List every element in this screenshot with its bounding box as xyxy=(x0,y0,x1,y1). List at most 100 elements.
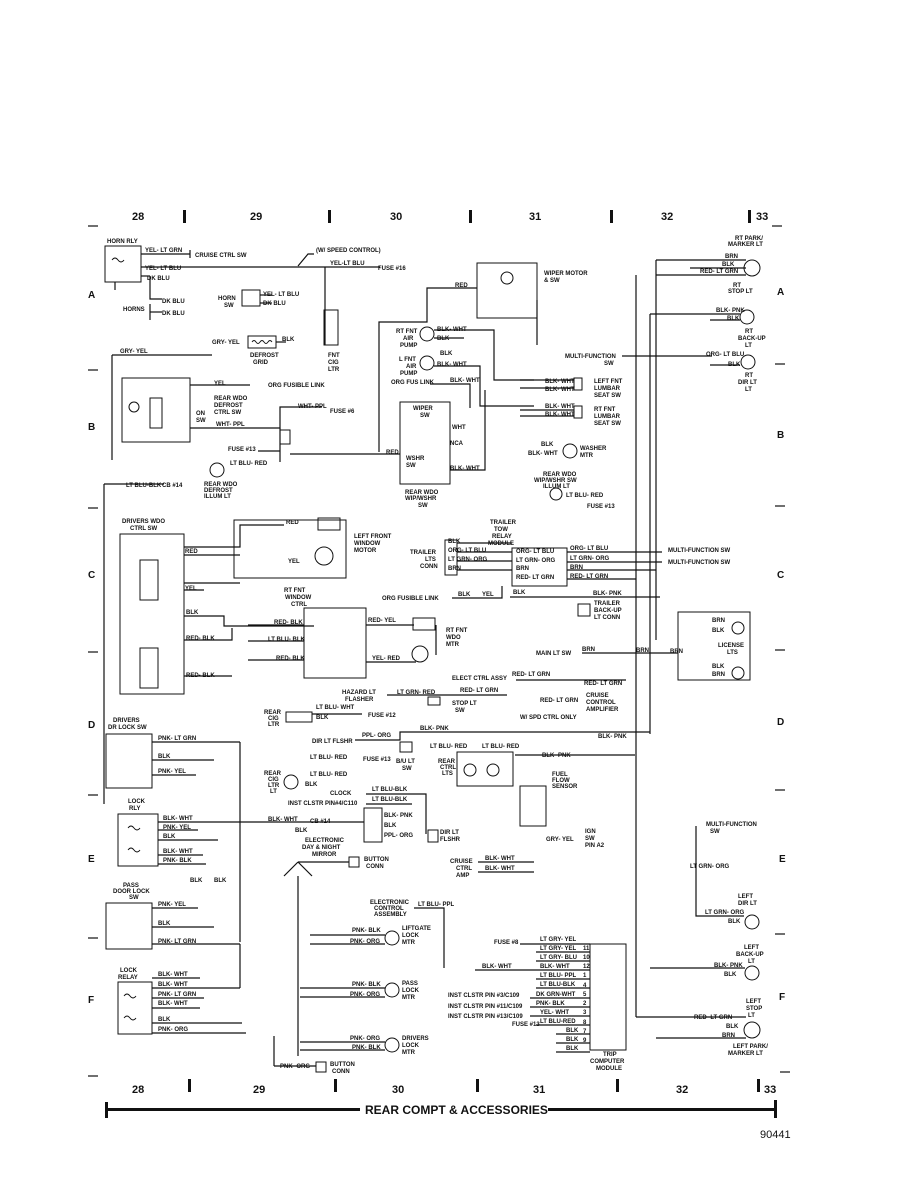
wire-label: CB #14 xyxy=(162,483,183,489)
defrost-ctrl-label: CTRL SW xyxy=(214,410,242,416)
rear-wip-sw-label: REAR WDO xyxy=(405,490,439,496)
wire-label: RED xyxy=(185,549,198,555)
row-letter: F xyxy=(88,995,94,1006)
rt-dir-label: DIR LT xyxy=(738,380,757,386)
lock-motor-circuit: ELECTRONIC CONTROL ASSEMBLY LT BLU- PPL … xyxy=(239,742,455,1075)
lt-stop-label: LT xyxy=(748,1013,755,1019)
wire-label: BLK- WHT xyxy=(450,466,480,472)
trailer-relay-label: MODULE xyxy=(488,541,514,547)
fuel-flow-label: SENSOR xyxy=(552,784,578,790)
wire-label: BLK xyxy=(448,539,461,545)
wire-label: BLK xyxy=(566,1028,579,1034)
wire-label: PNK- YEL xyxy=(158,902,186,908)
trip-pin-number: 5 xyxy=(583,992,587,998)
license-label: LTS xyxy=(727,650,738,656)
wire-label: ORG- LT BLU xyxy=(706,352,744,358)
license-label: LICENSE xyxy=(718,643,744,649)
eca-label: ASSEMBLY xyxy=(374,912,407,918)
door-lock-circuit: DRIVERS DR LOCK SW PNK- LT GRN BLK PNK- … xyxy=(105,718,364,1035)
left-lumbar-label: SEAT SW xyxy=(594,393,621,399)
wire-label: RED- LT GRN xyxy=(584,681,622,687)
ign-label: IGN xyxy=(585,829,596,835)
wire-label: RED- LT GRN xyxy=(540,698,578,704)
wire-label: BLK- WHT xyxy=(528,451,558,457)
wire-label: BLK- PNK xyxy=(384,813,413,819)
column-header-top: 28 29 30 31 32 33 xyxy=(88,210,782,227)
eca-label: CONTROL xyxy=(374,906,404,912)
rt-dir-label: LT xyxy=(745,387,752,393)
horn-sw-label: HORN xyxy=(218,296,236,302)
wire-label: YEL xyxy=(482,592,494,598)
wire-label: CRUISE CTRL SW xyxy=(195,253,247,259)
wire-label: BLK- PNK xyxy=(420,726,449,732)
wire-label: BLK xyxy=(190,878,203,884)
license-lights: BRN BLK LICENSE LTS BLK BRN BRN BRN MAIN… xyxy=(536,611,751,681)
lf-motor-label: MOTOR xyxy=(354,548,377,554)
wire-label: SW xyxy=(710,829,720,835)
wire-label: LT BLU- BLK xyxy=(268,637,306,643)
wire-label: BLK xyxy=(295,828,308,834)
wire-label: RED- BLK xyxy=(186,636,215,642)
wire-label: LT BLU-RED xyxy=(540,1019,576,1025)
trip-pin-number: 8 xyxy=(583,1020,587,1026)
wire-label: BLK xyxy=(712,664,725,670)
rt-wdo-ctrl-label: RT FNT xyxy=(284,588,306,594)
rear-cig-label: LTR xyxy=(268,722,280,728)
row-letter: F xyxy=(779,992,785,1003)
fuel-flow-label: FUEL xyxy=(552,772,568,778)
stop-sw-label: SW xyxy=(455,708,465,714)
column-number: 32 xyxy=(661,211,673,223)
wire-label: BLK xyxy=(158,1017,171,1023)
wire-label: PNK- BLK xyxy=(536,1001,565,1007)
clock-label: CLOCK xyxy=(330,791,352,797)
wire-label: DK BLU xyxy=(263,301,286,307)
wiper-motor-label: & SW xyxy=(544,278,560,284)
button-conn-label: CONN xyxy=(366,864,384,870)
hazard-cruise-circuit: ELECT CTRL ASSY RED- LT GRN RED- LT GRN … xyxy=(264,672,626,728)
wire-label: FUSE #13 xyxy=(587,504,615,510)
column-number: 32 xyxy=(676,1084,688,1096)
ign-label: SW xyxy=(585,836,595,842)
rt-lumbar-label: LUMBAR xyxy=(594,414,621,420)
wire-label: BLK- WHT xyxy=(482,964,512,970)
liftgate-label: LOCK xyxy=(402,933,420,939)
pass-lock-sw-label: PASS xyxy=(123,883,139,889)
wire-label: YEL-LT BLU xyxy=(330,261,365,267)
drivers-mtr-label: DRIVERS xyxy=(402,1036,429,1042)
lt-park-label: LEFT PARK/ xyxy=(733,1044,768,1050)
rt-pump-label: PUMP xyxy=(400,343,417,349)
wire-label: PNK- LT GRN xyxy=(158,939,196,945)
wip-illum-label: WIP/WSHR SW xyxy=(534,478,577,484)
trip-computer: TRIP COMPUTER MODULE 11 10 12 1 4 5 2 3 … xyxy=(448,937,627,1072)
drivers-wdo-label: CTRL SW xyxy=(130,526,158,532)
direction-flasher-circuit: DIR LT FLSHR PPL- ORG BLK- PNK BLK- PNK … xyxy=(264,726,650,834)
wire-label: W/ SPD CTRL ONLY xyxy=(520,715,577,721)
elect-ctrl-label: ELECT CTRL ASSY xyxy=(452,676,507,682)
rt-stop-label: RT xyxy=(733,283,741,289)
wire-label: LT BLU- PPL xyxy=(540,973,577,979)
pass-lock-sw-label: SW xyxy=(129,895,139,901)
wire-label: FUSE #16 xyxy=(378,266,406,272)
wire-label: LT BLU- WHT xyxy=(316,705,355,711)
rt-wdo-ctrl-label: CTRL xyxy=(291,602,307,608)
wire-label: BLK- WHT xyxy=(485,856,515,862)
mirror-label: DAY & NIGHT xyxy=(302,845,341,851)
rear-wip-sw-label: SW xyxy=(418,503,428,509)
wire-label: MULTI-FUNCTION xyxy=(565,354,616,360)
rear-ctrl-lts-label: REAR xyxy=(438,759,456,765)
column-number: 33 xyxy=(764,1084,776,1096)
rear-cig-lt-label: REAR xyxy=(264,771,282,777)
bu-sw-label: SW xyxy=(402,766,412,772)
fnt-cig-label: FNT xyxy=(328,353,340,359)
wire-label: GRY- YEL xyxy=(546,837,574,843)
wire-label: BLK- WHT xyxy=(158,972,188,978)
wire-label: FUSE #13 xyxy=(363,757,391,763)
wire-label: BLK xyxy=(186,610,199,616)
wire-label: PNK- ORG xyxy=(350,992,380,998)
wire-label: LT BLU- RED xyxy=(230,461,268,467)
wire-label: RED- LT GRN xyxy=(700,269,738,275)
wire-label: ORG FUSIBLE LINK xyxy=(268,383,325,389)
wire-label: BRN xyxy=(725,254,738,260)
trailer-conn-label: TRAILER xyxy=(410,550,437,556)
wire-label: NCA xyxy=(450,441,464,447)
